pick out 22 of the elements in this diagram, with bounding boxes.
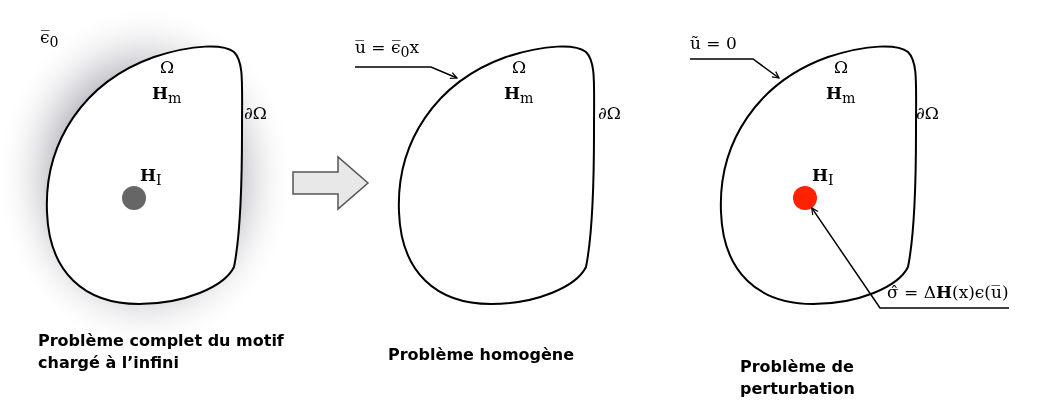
boundary-symbol: ∂Ω [244,104,267,123]
panel-caption: Problème de perturbation [740,356,856,400]
material-symbol: H$_{m}$ [152,84,182,107]
boundary-condition-label: ũ = 0 [690,34,737,53]
leader-line [811,207,1010,309]
boundary-condition-label: σ̂ = ΔH(x)ϵ(u̅) [887,283,1009,302]
inclusion-symbol: H$_{I}$ [812,166,834,189]
boundary-symbol: ∂Ω [598,104,621,123]
boundary-symbol: ∂Ω [916,104,939,123]
material-symbol: H$_{m}$ [826,84,856,107]
block-arrow [292,155,370,211]
inclusion-symbol: H$_{I}$ [140,166,162,189]
leader-line [689,58,780,79]
domain-symbol: Ω [834,58,849,77]
boundary-condition-label: u̅ = ϵ̅$_{0}$x [355,38,420,61]
domain-symbol: Ω [512,58,527,77]
material-symbol: H$_{m}$ [504,84,534,107]
domain-symbol: Ω [160,58,175,77]
leader-line [354,66,458,80]
panel-caption: Problème complet du motif chargé à l’infini [38,330,285,374]
panel-caption: Problème homogène [388,344,576,366]
strain-symbol: ϵ̅$_{0}$ [40,28,59,51]
